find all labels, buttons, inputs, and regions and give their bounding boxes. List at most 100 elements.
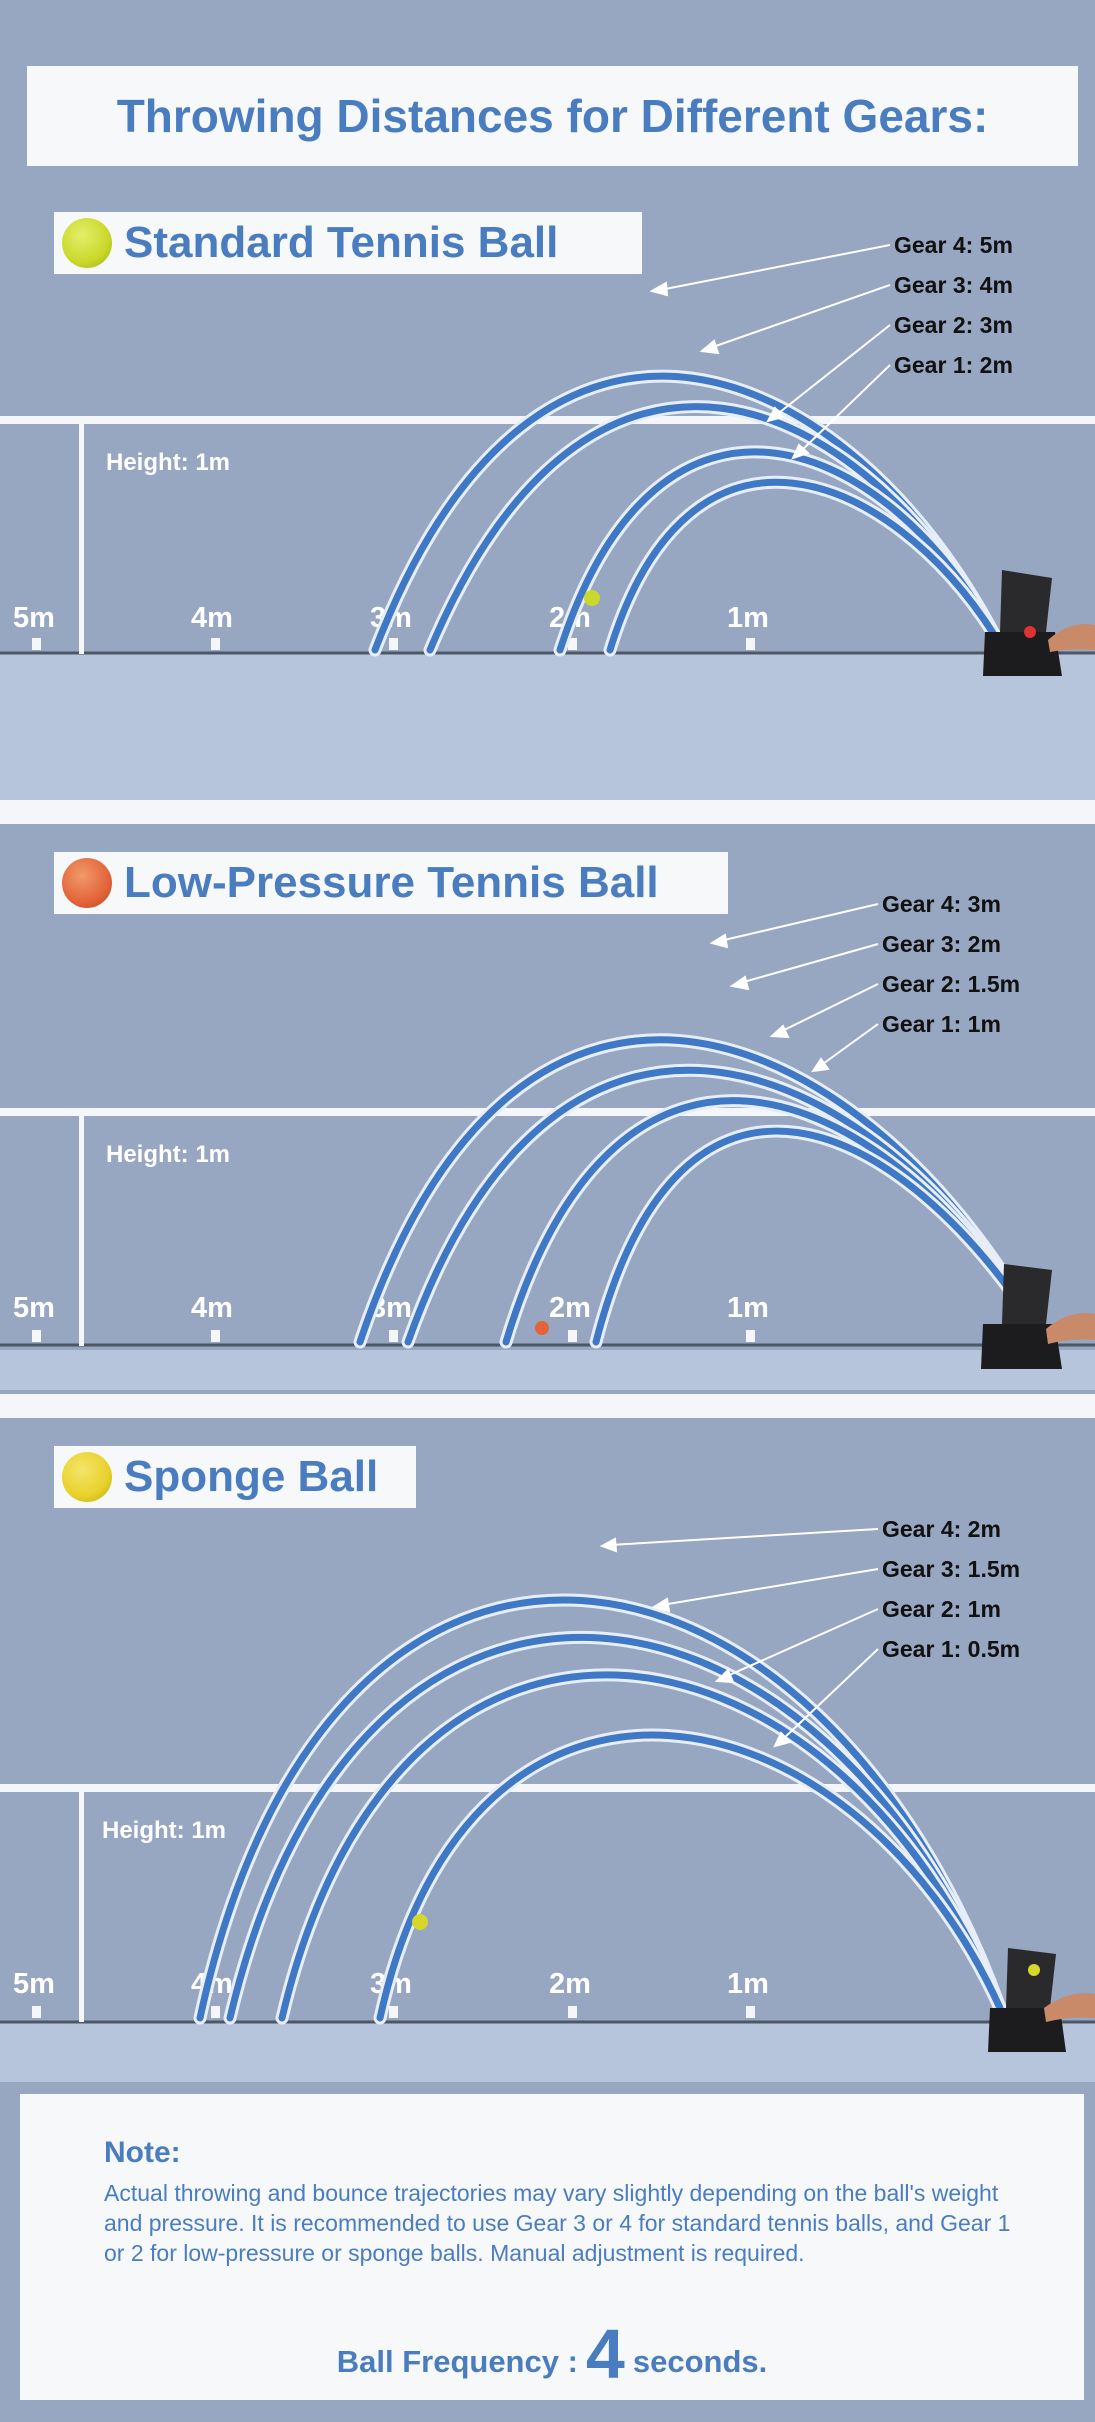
ball-type-label: Standard Tennis Ball — [54, 212, 642, 274]
tick-4m — [211, 1330, 220, 1342]
height-marker — [79, 1116, 84, 1346]
tick-3m — [389, 2006, 398, 2018]
note-box: Note: Actual throwing and bounce traject… — [20, 2094, 1084, 2400]
arrowhead-gear-1 — [773, 1731, 792, 1748]
arrow-gear-4 — [719, 903, 879, 942]
distance-label-4m: 4m — [191, 1292, 233, 1324]
ball-type-title: Sponge Ball — [124, 1452, 379, 1501]
arrow-gear-1 — [799, 364, 891, 453]
tick-1m — [746, 638, 755, 650]
tick-1m — [746, 2006, 755, 2018]
gear-2-label: Gear 2: 3m — [894, 312, 1013, 338]
distance-label-1m: 1m — [727, 602, 769, 634]
arrow-gear-1 — [781, 1648, 879, 1741]
height-marker — [79, 1792, 84, 2022]
ball-machine-icon — [988, 1948, 1095, 2052]
tick-5m — [32, 1330, 41, 1342]
tick-3m — [389, 638, 398, 650]
ball-machine-icon — [983, 570, 1095, 676]
gear-4-label: Gear 4: 5m — [894, 232, 1013, 258]
arrowhead-gear-4 — [709, 933, 729, 949]
trajectory-gear-2 — [556, 448, 999, 654]
arrow-gear-3 — [661, 1568, 879, 1606]
tick-2m — [568, 638, 577, 650]
net-height-line — [0, 416, 1095, 424]
tick-3m — [389, 1330, 398, 1342]
ball-type-title: Standard Tennis Ball — [124, 218, 559, 267]
page-title: Throwing Distances for Different Gears: — [116, 90, 989, 142]
tennis-ball-icon — [62, 218, 112, 268]
low-pressure-ball-icon — [62, 858, 112, 908]
trajectory-diagram: Height: 1m 5m 4m 3m 2m 1m — [0, 891, 1095, 1390]
arrowhead-gear-2 — [769, 1024, 790, 1039]
panel-low-pressure-tennis-ball: Height: 1m 5m 4m 3m 2m 1m — [0, 824, 1095, 1390]
arrow-gear-2 — [779, 983, 879, 1033]
trajectory-gear-4 — [196, 1596, 1004, 2022]
gear-1-label: Gear 1: 0.5m — [882, 1636, 1020, 1662]
net-height-line — [0, 1108, 1095, 1116]
height-label: Height: 1m — [102, 1817, 226, 1844]
ball-type-label: Low-Pressure Tennis Ball — [54, 852, 728, 914]
distance-label-2m: 2m — [549, 1968, 591, 2000]
height-label: Height: 1m — [106, 1141, 230, 1168]
panel-standard-tennis-ball: Height: 1m 5m 4m 3m 2m 1m — [0, 180, 1095, 800]
arrow-gear-4 — [659, 244, 891, 291]
arrow-gear-1 — [819, 1023, 879, 1067]
distance-label-5m: 5m — [13, 1968, 55, 2000]
height-label: Height: 1m — [106, 449, 230, 476]
court-floor — [0, 652, 1095, 800]
tick-2m — [568, 1330, 577, 1342]
trajectory-halo-gear-1 — [373, 1728, 1007, 2025]
arrowhead-gear-3 — [699, 339, 720, 355]
frequency-prefix: Ball Frequency : — [336, 2344, 578, 2379]
trajectory-diagram: Height: 1m 5m 4m 3m 2m 1m — [0, 232, 1095, 800]
arrowhead-gear-4 — [649, 281, 669, 297]
arrowhead-gear-4 — [599, 1537, 618, 1553]
frequency-suffix: seconds. — [632, 2344, 768, 2379]
net-height-line — [0, 1784, 1095, 1792]
gear-3-label: Gear 3: 2m — [882, 931, 1001, 957]
ball-machine-icon — [981, 1264, 1095, 1369]
trajectory-gear-1 — [606, 479, 999, 654]
arrow-gear-2 — [774, 324, 891, 417]
arrow-gear-3 — [739, 943, 879, 984]
note-heading: Note: — [104, 2136, 181, 2169]
ball-type-title: Low-Pressure Tennis Ball — [124, 858, 659, 907]
arrow-gear-2 — [724, 1608, 879, 1678]
frequency-value: 4 — [585, 2315, 625, 2393]
tick-5m — [32, 2006, 41, 2018]
trajectory-halo-gear-1 — [589, 1124, 1047, 1349]
section-divider — [0, 1394, 1095, 1418]
panel-sponge-ball: Height: 1m 5m 4m 3m 2m 1m — [0, 1418, 1095, 2082]
arrowhead-gear-3 — [651, 1597, 671, 1613]
distance-label-2m: 2m — [549, 1292, 591, 1324]
callout-arrows — [649, 244, 891, 460]
distance-label-1m: 1m — [727, 1968, 769, 2000]
callout-arrows — [599, 1528, 879, 1748]
sponge-ball-icon — [412, 1914, 428, 1930]
gear-1-label: Gear 1: 1m — [882, 1011, 1001, 1037]
tick-4m — [211, 638, 220, 650]
court-floor — [0, 2022, 1095, 2082]
trajectory-gear-1 — [376, 1731, 1004, 2022]
trajectory-diagram: Height: 1m 5m 4m 3m 2m 1m — [0, 1516, 1095, 2082]
distance-markers: 5m 4m 3m 2m 1m — [13, 1292, 769, 1342]
ball-type-label: Sponge Ball — [54, 1446, 416, 1508]
arrow-gear-4 — [609, 1528, 879, 1546]
gear-4-label: Gear 4: 3m — [882, 891, 1001, 917]
tick-4m — [211, 2006, 220, 2018]
arrow-gear-3 — [709, 284, 891, 349]
callout-arrows — [709, 903, 879, 1073]
height-marker — [79, 424, 84, 654]
distance-label-5m: 5m — [13, 602, 55, 634]
arrowhead-gear-1 — [791, 443, 810, 460]
trajectory-gear-3 — [226, 1633, 1004, 2022]
tennis-ball-icon — [584, 590, 600, 606]
gear-3-label: Gear 3: 4m — [894, 272, 1013, 298]
gear-2-label: Gear 2: 1.5m — [882, 971, 1020, 997]
title-banner: Throwing Distances for Different Gears: — [27, 66, 1078, 166]
low-pressure-ball-icon — [535, 1321, 549, 1335]
arrowhead-gear-1 — [810, 1057, 830, 1073]
section-divider — [0, 800, 1095, 824]
trajectories — [368, 369, 1002, 657]
